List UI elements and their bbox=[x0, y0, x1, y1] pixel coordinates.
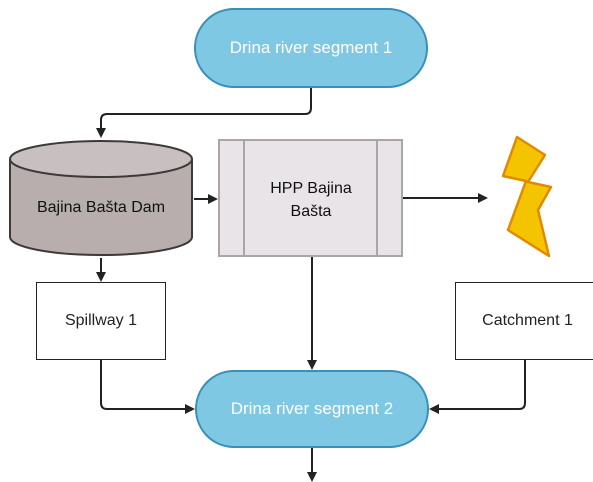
edge-catchment-to-river2 bbox=[429, 360, 526, 414]
spillway-1[interactable]: Spillway 1 bbox=[36, 282, 166, 360]
catchment-1[interactable]: Catchment 1 bbox=[455, 282, 593, 360]
hpp-box bbox=[218, 139, 403, 257]
river-segment-2[interactable]: Drina river segment 2 bbox=[195, 370, 429, 448]
edge-river1-to-dam bbox=[96, 88, 312, 138]
hpp-label[interactable]: HPP Bajina Bašta bbox=[270, 179, 352, 220]
river-segment-1[interactable]: Drina river segment 1 bbox=[194, 8, 428, 88]
dam-cylinder bbox=[9, 140, 193, 256]
lightning-bolt-icon bbox=[501, 135, 553, 258]
edge-spillway-to-river2 bbox=[100, 360, 195, 414]
dam-label[interactable]: Bajina Bašta Dam bbox=[36, 199, 166, 217]
